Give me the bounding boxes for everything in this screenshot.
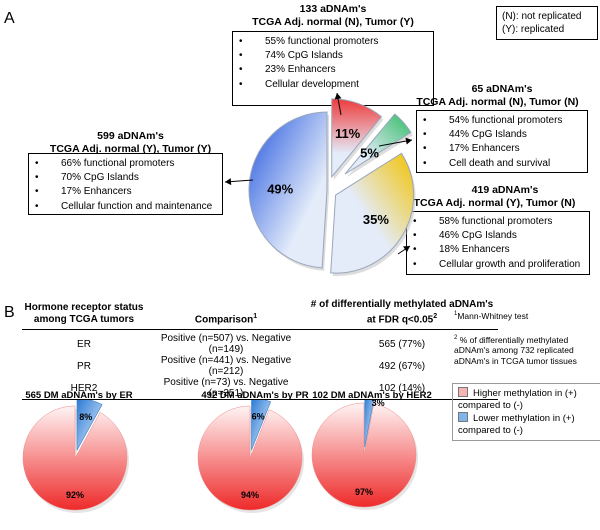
pr-pie-title: 492 DM aDNAm's by PR [201,390,309,401]
yellow-group-item: 46% CpG Islands [413,229,589,243]
header-count: # of differentially methylated aDNAm's a… [310,299,494,326]
pie-slice-label: 49% [267,182,293,197]
small-pie-slice-red [311,402,417,508]
row-count: 565 (77%) [378,338,426,350]
yellow-group-item: Cellular growth and proliferation [413,258,589,272]
row-comparison: Positive (n=441) vs. Negative (n=212) [160,355,292,378]
arrow-head [225,178,232,186]
pie-slice [330,152,415,274]
panel-a-label: A [4,10,15,27]
blue-group-count: 599 aDNAm's [97,130,164,142]
pie-slice [331,98,383,179]
hormone-table-wrap: Hormone receptor status among TCGA tumor… [22,299,498,400]
small-pie-label-red: 94% [241,490,259,500]
yellow-group-count: 419 aDNAm's [471,184,539,196]
row-receptor: PR [77,360,91,372]
small-pie-slice-blue [76,400,103,451]
arrow-head [405,137,412,145]
pink-swatch-icon [458,387,468,397]
green-group-item: 17% Enhancers [423,142,587,156]
replication-legend: (N): not replicated (Y): replicated [496,6,598,40]
legend-higher: Higher methylation in (+) compared to (-… [458,387,577,411]
pie-slice [248,111,328,269]
row-comparison: Positive (n=73) vs. Negative (n=351) [163,377,289,400]
her2-pie-title: 102 DM aDNAm's by HER2 [312,390,432,401]
yellow-group-title: 419 aDNAm's [420,184,590,197]
row-count: 492 (67%) [378,360,426,372]
green-group-subtitle: TCGA Adj. normal (N), Tumor (N) [416,96,579,108]
red-group-item: 55% functional promoters [239,35,433,49]
header-comparison: Comparison1 [194,313,258,326]
methylation-legend: Higher methylation in (+) compared to (-… [452,383,600,441]
small-pie-label-red: 97% [355,487,373,497]
blue-group-subtitle: TCGA Adj. normal (Y), Tumor (Y) [49,143,212,155]
small-pie-label-red: 92% [66,490,84,500]
blue-swatch-icon [458,412,468,422]
blue-group-item: 66% functional promoters [35,157,222,171]
small-pie-slice-red [22,405,128,511]
yellow-group-box: 58% functional promoters 46% CpG Islands… [406,211,590,275]
row-comparison: Positive (n=507) vs. Negative (n=149) [160,333,292,356]
blue-group-title: 599 aDNAm's TCGA Adj. normal (Y), Tumor … [28,130,233,156]
blue-group-box: 66% functional promoters 70% CpG Islands… [28,153,223,215]
blue-group-item: 70% CpG Islands [35,171,222,185]
small-pie-charts: 8% 92% 6% 94% 3% 97% [22,400,419,513]
green-group-subtitle-wrap: TCGA Adj. normal (N), Tumor (N) [395,96,600,109]
row-count: 102 (14%) [378,382,426,394]
er-pie-title: 565 DM aDNAm's by ER [25,390,133,401]
green-group-item: 44% CpG Islands [423,128,587,142]
panel-b-label: B [4,304,15,321]
small-pie-label-blue: 3% [372,400,385,408]
green-group-title: 65 aDNAm's [432,83,572,96]
blue-group-item: 17% Enhancers [35,185,222,199]
table-row: PR Positive (n=441) vs. Negative (n=212)… [22,355,498,377]
hormone-table: Hormone receptor status among TCGA tumor… [22,299,498,400]
pie-slice-label: 11% [335,126,361,141]
pie-slice-label: 5% [360,145,379,160]
yellow-group-item: 18% Enhancers [413,243,589,257]
red-group-box: 55% functional promoters 74% CpG Islands… [232,31,434,106]
green-group-item: Cell death and survival [423,157,587,171]
main-pie-chart: 11% 5% 35% 49% [224,92,416,277]
red-group-item: 23% Enhancers [239,63,433,77]
red-group-count: 133 aDNAm's [299,3,367,15]
header-comparison-sup: 1 [253,313,258,320]
small-pie-label-blue: 8% [79,412,92,422]
pie-slice [344,113,412,175]
red-group-title: 133 aDNAm's TCGA Adj. normal (N), Tumor … [218,3,448,29]
green-group-count: 65 aDNAm's [471,83,533,95]
arrow-head [403,246,410,253]
pie-slice-label: 35% [363,212,389,227]
yellow-group-subtitle: TCGA Adj. normal (Y), Tumor (N) [413,197,576,209]
small-pie-label-blue: 6% [252,411,265,421]
legend-not-replicated: (N): not replicated [502,11,582,22]
legend-replicated: (Y): replicated [502,24,565,35]
small-pie-slice-blue [251,400,272,451]
yellow-group-subtitle-wrap: TCGA Adj. normal (Y), Tumor (N) [392,197,597,210]
header-status: Hormone receptor status among TCGA tumor… [24,302,144,326]
green-group-box: 54% functional promoters 44% CpG Islands… [416,110,588,173]
blue-group-item: Cellular function and maintenance [35,200,222,214]
small-pie-slice-red [197,405,303,511]
table-row: ER Positive (n=507) vs. Negative (n=149)… [22,330,498,356]
legend-lower: Lower methylation in (+) compared to (-) [458,412,575,436]
footnote-1: 1Mann-Whitney test [454,310,529,321]
footnote-2: 2 % of differentially methylated aDNAm's… [454,334,577,366]
header-count-sup: 2 [433,313,438,320]
red-group-subtitle: TCGA Adj. normal (N), Tumor (Y) [252,16,414,28]
yellow-group-item: 58% functional promoters [413,215,589,229]
row-receptor: ER [77,338,91,350]
red-group-item: Cellular development [239,78,433,92]
small-pie-slice-blue [364,400,375,448]
arrow-head [334,93,342,100]
row-receptor: HER2 [70,382,98,394]
red-group-item: 74% CpG Islands [239,49,433,63]
green-group-item: 54% functional promoters [423,114,587,128]
